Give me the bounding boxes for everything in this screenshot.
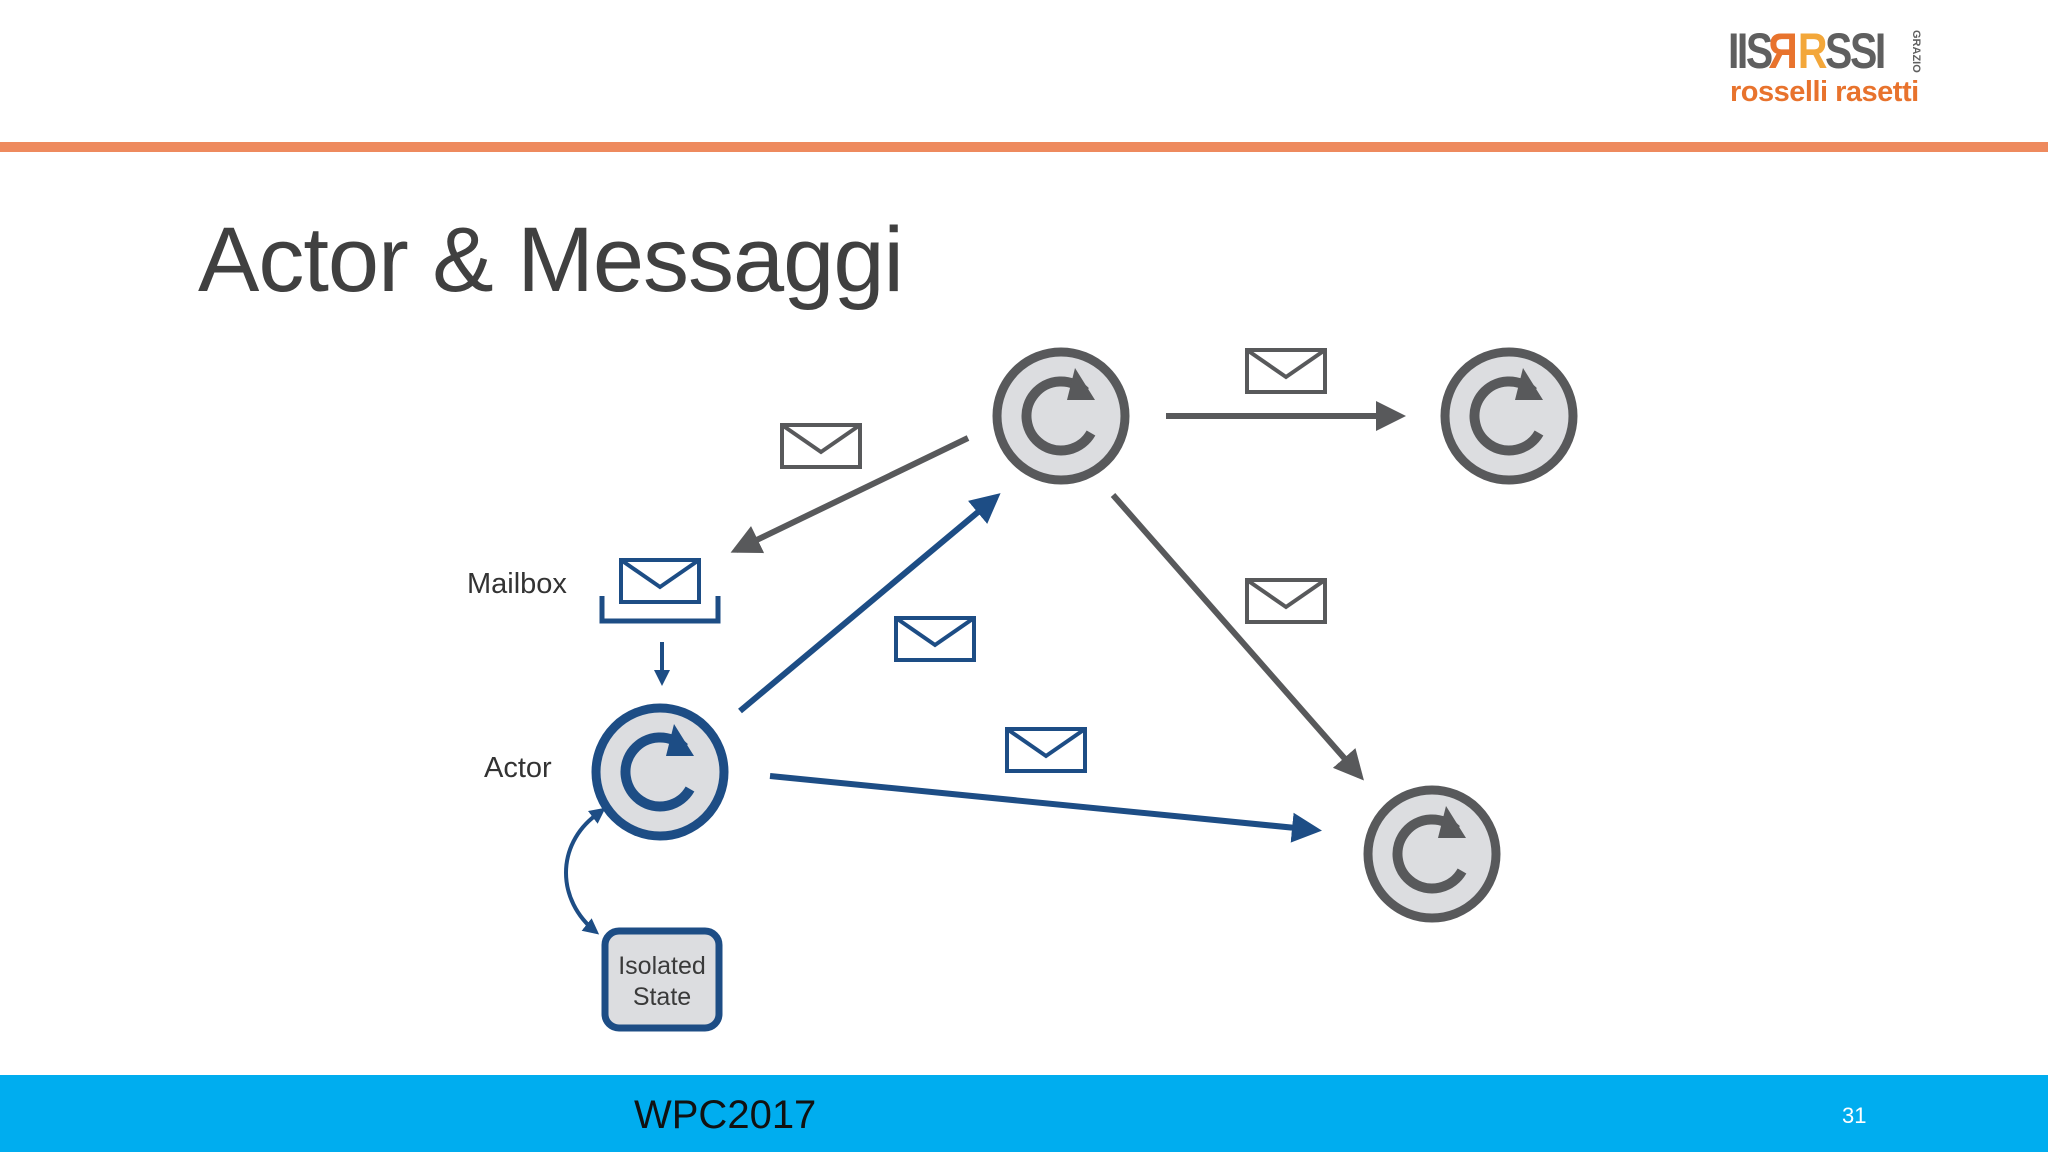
isolated-state-label-line2: State (633, 983, 691, 1011)
actor-icon-top (997, 352, 1125, 480)
message-arrow-top-to-mailbox (730, 435, 970, 554)
page-number: 31 (1842, 1103, 1867, 1128)
actor-message-diagram: Isolated State Mailbox Actor (467, 0, 2048, 1032)
actor-icon-main (596, 708, 724, 836)
message-arrow-actor-to-top (738, 493, 1001, 714)
actor-state-link-arrow (564, 807, 606, 935)
school-logo: IISRRSSI GRAZIO rosselli rasetti (1728, 23, 1928, 114)
message-arrow-actor-to-bottom-right (769, 773, 1322, 843)
message-envelope-icon (780, 423, 862, 469)
mailbox-icon (599, 558, 721, 624)
message-envelope-icon (1005, 727, 1087, 773)
logo-school-name: rosselli rasetti (1730, 76, 1919, 108)
isolated-state-box (601, 927, 723, 1032)
footer-bar: WPC2017 31 (0, 1075, 2048, 1152)
logo-side-text: GRAZIO (1910, 30, 1922, 73)
actor-label: Actor (484, 752, 552, 784)
footer-event-name: WPC2017 (634, 1093, 817, 1137)
message-envelope-icon (1245, 578, 1327, 624)
slide-title: Actor & Messaggi (198, 209, 904, 311)
message-arrow-top-to-bottom-right (1110, 493, 1364, 781)
message-envelope-icon (894, 616, 976, 662)
actor-icon-bottom-right (1368, 790, 1496, 918)
logo-acronym: IISRRSSI (1728, 23, 1886, 79)
header-accent-rule (0, 142, 2048, 152)
mailbox-label: Mailbox (467, 568, 567, 600)
message-envelope-icon (1245, 348, 1327, 394)
isolated-state-label-line1: Isolated (618, 952, 706, 980)
actor-icon-right (1445, 352, 1573, 480)
